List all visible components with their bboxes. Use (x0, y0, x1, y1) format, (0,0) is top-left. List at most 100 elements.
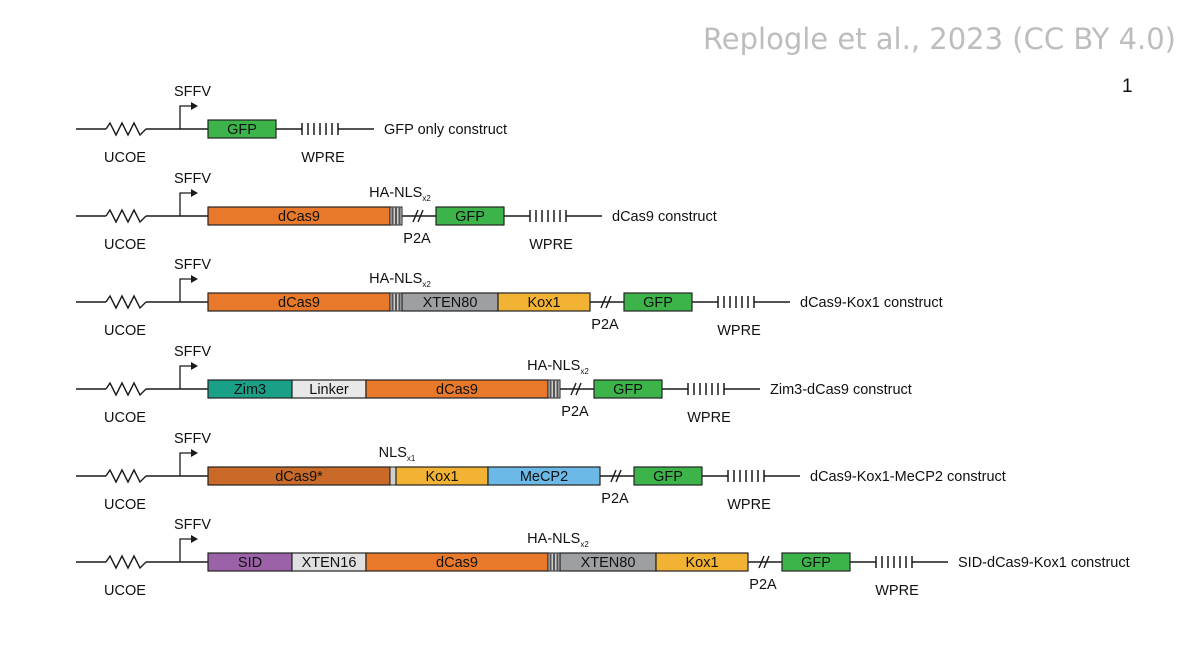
construct-row: UCOE SFFV dCas9 GFP WPRE dCas9 construct HA-NL… (76, 171, 717, 253)
construct-name: dCas9-Kox1 construct (800, 295, 943, 311)
ucoe-zigzag (105, 294, 147, 310)
p2a-slash (758, 555, 765, 569)
nls-label-main: NLS (379, 445, 407, 461)
nls-label-sub: x2 (580, 367, 589, 376)
p2a-slash (605, 295, 612, 309)
wpre-label: WPRE (529, 237, 573, 253)
promoter-arrowhead (191, 275, 198, 283)
construct-name: Zim3-dCas9 construct (770, 382, 912, 398)
construct-row: UCOE SFFV dCas9* Kox1 MeCP2 GFP WPRE dCas9-Kox1… (76, 431, 1006, 513)
p2a-slash (417, 209, 424, 223)
p2a-label: P2A (749, 577, 777, 593)
nls-label: HA-NLSx2 (527, 358, 589, 376)
p2a-label: P2A (403, 231, 431, 247)
p2a-label: P2A (591, 317, 619, 333)
nls-label-main: HA-NLS (369, 185, 422, 201)
promoter-label: SFFV (174, 257, 211, 273)
promoter-arrowhead (191, 362, 198, 370)
domain-label: dCas9 (278, 295, 320, 311)
promoter-arrow (179, 452, 194, 476)
nls-label: HA-NLSx2 (369, 185, 431, 203)
p2a-slash (412, 209, 419, 223)
domain-label: GFP (653, 469, 683, 485)
ucoe-zigzag (105, 121, 147, 137)
ucoe-label: UCOE (104, 323, 146, 339)
domain-label: GFP (643, 295, 673, 311)
p2a-slash (610, 469, 617, 483)
construct-name: dCas9 construct (612, 209, 717, 225)
domain-label: dCas9* (275, 469, 323, 485)
promoter-label: SFFV (174, 517, 211, 533)
construct-name: GFP only construct (384, 122, 507, 138)
domain-label: GFP (455, 209, 485, 225)
nls-label-sub: x1 (407, 454, 416, 463)
promoter-arrow (179, 365, 194, 389)
ucoe-zigzag (105, 208, 147, 224)
construct-row: UCOE SFFV dCas9 XTEN80 Kox1 GFP WPRE dCas9-Kox1… (76, 257, 943, 339)
nls-box (389, 466, 397, 486)
domain-label: Kox1 (527, 295, 560, 311)
domain-label: dCas9 (436, 382, 478, 398)
construct-name: dCas9-Kox1-MeCP2 construct (810, 469, 1006, 485)
p2a-slash (575, 382, 582, 396)
ucoe-label: UCOE (104, 237, 146, 253)
ucoe-label: UCOE (104, 410, 146, 426)
promoter-arrow (179, 538, 194, 562)
nls-label-main: HA-NLS (527, 531, 580, 547)
ucoe-zigzag (105, 381, 147, 397)
nls-label-main: HA-NLS (369, 271, 422, 287)
promoter-label: SFFV (174, 344, 211, 360)
nls-label: HA-NLSx2 (527, 531, 589, 549)
domain-label: GFP (227, 122, 257, 138)
promoter-label: SFFV (174, 171, 211, 187)
domain-label: Kox1 (685, 555, 718, 571)
domain-label: dCas9 (436, 555, 478, 571)
wpre-label: WPRE (301, 150, 345, 166)
construct-name: SID-dCas9-Kox1 construct (958, 555, 1130, 571)
wpre-label: WPRE (875, 583, 919, 599)
promoter-arrowhead (191, 535, 198, 543)
promoter-arrowhead (191, 449, 198, 457)
domain-label: MeCP2 (520, 469, 568, 485)
domain-label: GFP (613, 382, 643, 398)
p2a-slash (763, 555, 770, 569)
nls-label-sub: x2 (580, 540, 589, 549)
ucoe-zigzag (105, 554, 147, 570)
nls-label: HA-NLSx2 (369, 271, 431, 289)
domain-label: dCas9 (278, 209, 320, 225)
wpre-label: WPRE (727, 497, 771, 513)
page-number: 1 (1122, 76, 1133, 97)
nls-label-sub: x2 (422, 280, 431, 289)
p2a-slash (570, 382, 577, 396)
construct-row: UCOE SFFV Zim3 Linker dCas9 GFP WPRE Zim3-dCas9… (76, 344, 912, 426)
promoter-label: SFFV (174, 84, 211, 100)
promoter-arrow (179, 105, 194, 129)
promoter-arrow (179, 278, 194, 302)
domain-label: Zim3 (234, 382, 266, 398)
promoter-arrowhead (191, 189, 198, 197)
domain-label: Linker (309, 382, 349, 398)
domain-label: XTEN80 (423, 295, 478, 311)
domain-label: XTEN80 (581, 555, 636, 571)
ucoe-label: UCOE (104, 583, 146, 599)
p2a-label: P2A (561, 404, 589, 420)
p2a-slash (600, 295, 607, 309)
ucoe-label: UCOE (104, 497, 146, 513)
domain-label: Kox1 (425, 469, 458, 485)
p2a-slash (615, 469, 622, 483)
promoter-label: SFFV (174, 431, 211, 447)
nls-label-sub: x2 (422, 194, 431, 203)
wpre-label: WPRE (687, 410, 731, 426)
promoter-arrowhead (191, 102, 198, 110)
promoter-arrow (179, 192, 194, 216)
nls-label-main: HA-NLS (527, 358, 580, 374)
domain-label: XTEN16 (302, 555, 357, 571)
p2a-label: P2A (601, 491, 629, 507)
nls-label: NLSx1 (379, 445, 416, 463)
wpre-label: WPRE (717, 323, 761, 339)
ucoe-zigzag (105, 468, 147, 484)
domain-label: SID (238, 555, 262, 571)
